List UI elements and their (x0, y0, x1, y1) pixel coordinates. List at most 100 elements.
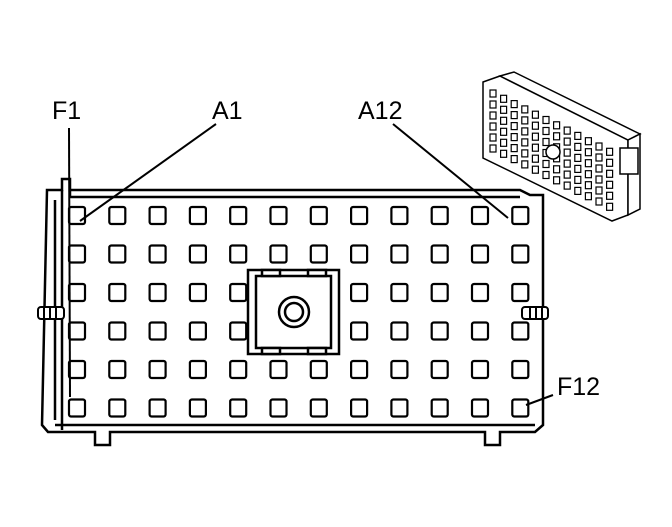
cavity-D8 (229, 321, 248, 341)
iso-cavity (521, 149, 529, 158)
iso-cavity (574, 153, 582, 162)
cavity-B8 (229, 244, 248, 264)
iso-center-key (545, 144, 561, 160)
cavity-A10 (148, 205, 167, 226)
cavity-B10 (148, 244, 167, 264)
cavity-B5 (350, 244, 369, 264)
iso-cavity (510, 99, 518, 109)
cavity-F11 (108, 398, 127, 418)
iso-cavity (531, 121, 540, 130)
iso-cavity (510, 110, 518, 120)
cavity-A5 (350, 205, 369, 226)
leader-f1 (68, 127, 71, 398)
cavity-F9 (188, 398, 207, 418)
iso-cavity (489, 100, 497, 109)
cavity-A9 (188, 205, 207, 226)
cavity-A3 (430, 205, 449, 226)
iso-cavity (563, 181, 571, 190)
iso-cavity (563, 137, 571, 146)
iso-cavity (489, 111, 497, 120)
iso-cavity (521, 127, 529, 136)
iso-cavity (531, 143, 540, 152)
iso-cavity (574, 131, 582, 140)
iso-cavity (574, 142, 582, 151)
cavity-E10 (148, 359, 167, 380)
cavity-B9 (188, 244, 207, 264)
iso-cavity (595, 164, 603, 173)
iso-cavity (531, 132, 540, 141)
iso-cavity (552, 176, 561, 185)
iso-cavity (595, 153, 603, 162)
cavity-F5 (350, 398, 369, 418)
iso-cavity (605, 158, 614, 167)
cavity-B3 (430, 244, 449, 264)
iso-cavity (605, 180, 614, 189)
iso-cavity (605, 202, 614, 211)
label-a12: A12 (358, 97, 402, 125)
callout-leaders (68, 123, 554, 406)
iso-cavity (574, 175, 582, 184)
label-f12: F12 (557, 373, 600, 401)
cavity-C8 (229, 282, 248, 303)
iso-cavity (521, 160, 529, 169)
cavity-E1 (511, 359, 530, 380)
cavity-B1 (511, 244, 530, 264)
cavity-C10 (148, 282, 167, 303)
iso-cavity (563, 170, 571, 179)
iso-cavity (605, 191, 614, 200)
label-a1: A1 (212, 97, 243, 125)
cavity-D11 (108, 321, 127, 341)
terminal-cavities (67, 205, 530, 418)
iso-cavity (605, 169, 614, 178)
iso-cavity (605, 147, 614, 156)
iso-cavity (531, 110, 540, 119)
center-key (246, 268, 341, 356)
iso-cavity (563, 159, 571, 168)
cavity-F8 (229, 398, 248, 418)
cavity-A11 (108, 205, 127, 226)
cavity-C5 (350, 282, 369, 303)
cavity-F3 (430, 398, 449, 418)
cavity-C3 (430, 282, 449, 303)
iso-cavity (531, 165, 540, 174)
iso-cavity (595, 142, 603, 151)
cavity-B11 (108, 244, 127, 264)
iso-cavity (500, 138, 508, 147)
iso-cavity (584, 192, 593, 201)
iso-cavity (552, 121, 561, 130)
cavity-C2 (470, 282, 490, 303)
iso-cavity (552, 165, 561, 174)
cavity-A6 (309, 205, 328, 226)
cavity-B6 (309, 244, 328, 264)
iso-cavity (489, 133, 497, 142)
cavity-A4 (390, 205, 409, 226)
leader-a1 (79, 123, 217, 222)
cavity-E12 (67, 359, 87, 380)
cavity-E7 (269, 359, 288, 380)
cavity-E11 (108, 359, 127, 380)
iso-cavity (500, 116, 508, 125)
iso-cavity (584, 159, 593, 168)
label-f1: F1 (52, 97, 81, 125)
center-bolt (277, 295, 311, 329)
cavity-B4 (390, 244, 409, 264)
iso-cavity (584, 137, 593, 146)
cavity-F7 (269, 398, 288, 418)
cavity-F12 (67, 398, 87, 418)
iso-cavity (500, 149, 508, 158)
iso-cavity (584, 170, 593, 179)
cavity-D12 (67, 321, 87, 341)
iso-cavity (521, 105, 529, 114)
cavity-C11 (108, 282, 127, 303)
iso-cavity (521, 138, 529, 147)
cavity-F6 (309, 398, 328, 418)
cavity-F10 (148, 398, 167, 418)
cavity-E4 (390, 359, 409, 380)
cavity-D5 (350, 321, 369, 341)
iso-cavity (542, 170, 550, 180)
iso-cavity (574, 164, 582, 173)
cavity-E3 (430, 359, 449, 380)
cavity-F4 (390, 398, 409, 418)
cavity-C4 (390, 282, 409, 303)
